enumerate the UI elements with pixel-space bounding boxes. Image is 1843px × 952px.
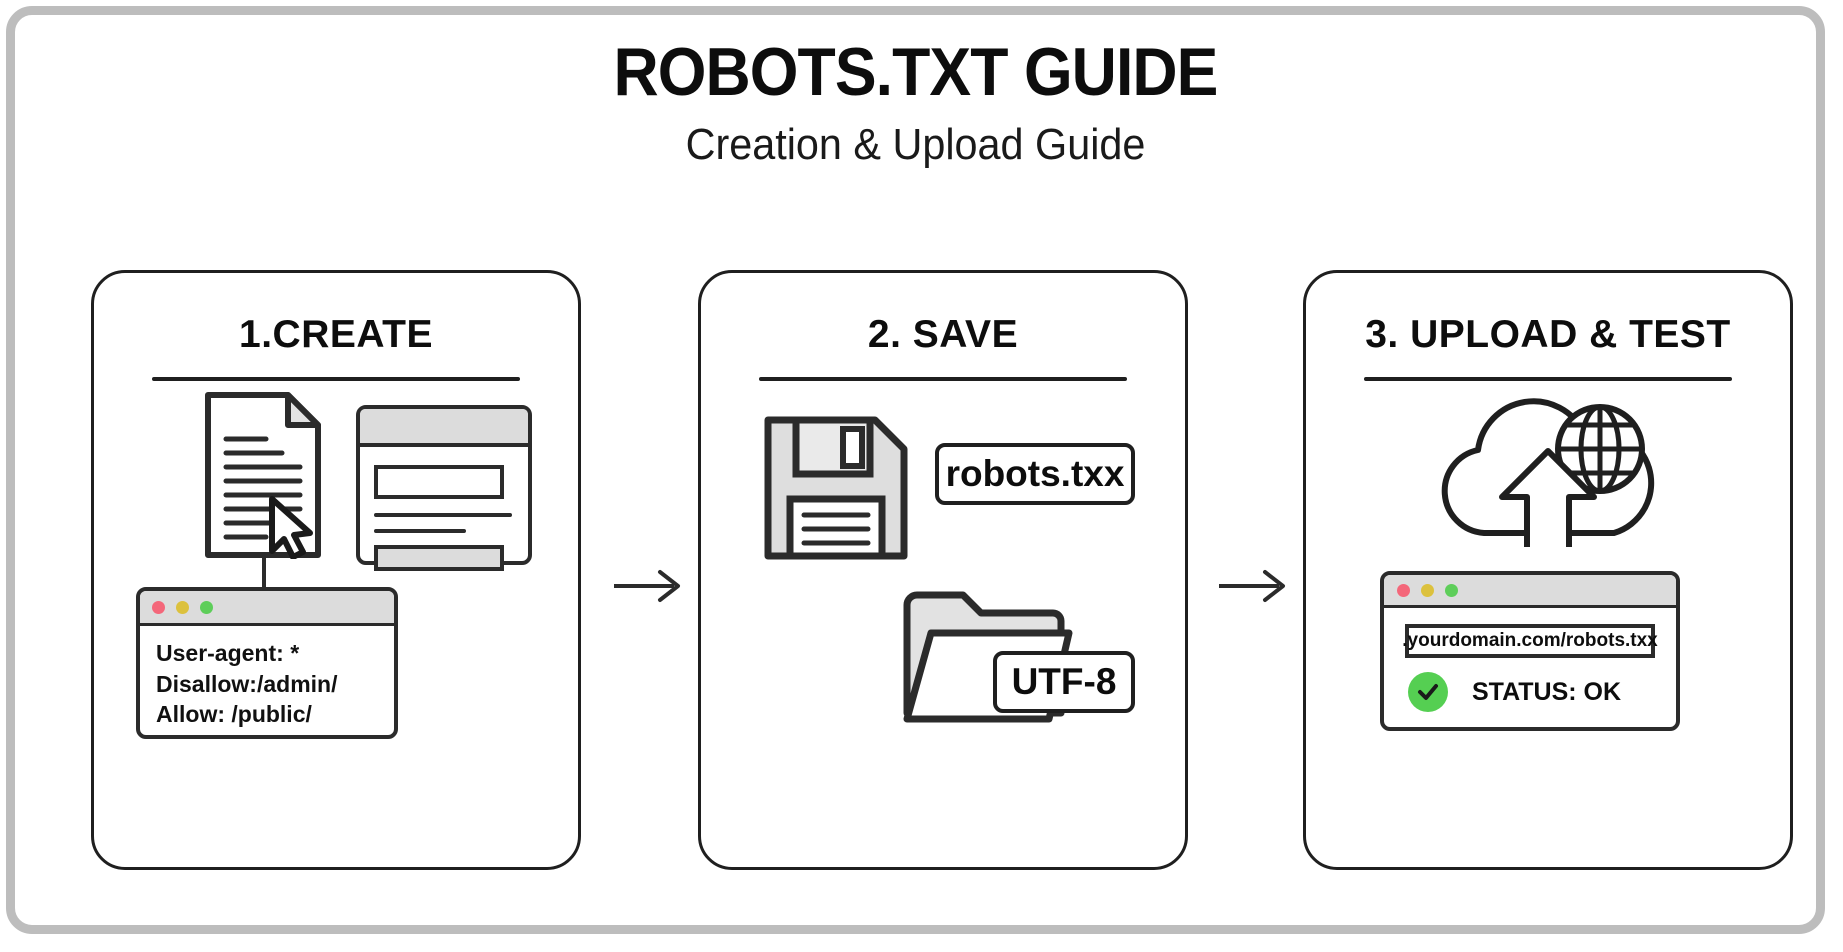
header: ROBOTS.TXT GUIDE Creation & Upload Guide [15,34,1816,170]
code-line: Disallow:/admin/ [156,670,338,697]
status-badge: STATUS: OK [1472,677,1622,706]
window-dot-green [200,600,213,614]
step-title-create: 1.CREATE [239,313,433,356]
step-title-save: 2. SAVE [867,313,1019,356]
step-card-create[interactable]: 1.CREATE [91,270,581,870]
url-address-bar[interactable]: .yourdomain.com/robots.txx [1402,624,1658,658]
arrow-right-icon [1217,568,1293,604]
window-line [374,513,512,517]
title-divider [152,377,520,381]
status-row: STATUS: OK [1408,672,1676,712]
page-title: ROBOTS.TXT GUIDE [613,34,1219,110]
window-input-box [374,465,504,499]
browser-window-icon [356,405,532,571]
window-dot-red [152,600,165,614]
encoding-tag: UTF-8 [993,651,1135,713]
step-title-upload-test: 3. UPLOAD & TEST [1365,313,1731,356]
window-dot-green [1445,583,1458,597]
title-divider [759,377,1127,381]
save-illustration: robots.txx UTF-8 [701,381,1185,801]
browser-window-icon: .yourdomain.com/robots.txx STATUS: OK [1380,571,1680,731]
code-line: User-agent: * [156,640,300,666]
title-divider [1364,377,1732,381]
step-card-save[interactable]: 2. SAVE robo [698,270,1188,870]
window-dot-red [1397,583,1410,597]
filename-tag: robots.txx [935,443,1135,505]
terminal-titlebar [140,591,394,626]
window-dot-yellow [176,600,189,614]
poster-frame: ROBOTS.TXT GUIDE Creation & Upload Guide… [6,6,1825,934]
terminal-window-icon: User-agent: * Disallow:/admin/ Allow: /p… [136,587,398,739]
check-circle-icon [1408,672,1448,712]
window-titlebar [360,409,528,447]
code-line: Allow: /public/ [156,701,312,728]
step-card-upload-test[interactable]: 3. UPLOAD & TEST [1303,270,1793,870]
floppy-disk-icon [763,415,909,566]
window-dot-yellow [1421,583,1434,597]
document-icon [204,391,322,560]
connector-line [262,557,266,591]
arrow-right-icon [612,568,688,604]
browser-titlebar [1384,575,1676,608]
create-illustration: User-agent: * Disallow:/admin/ Allow: /p… [94,381,578,801]
cloud-upload-icon [1424,385,1674,555]
steps-container: 1.CREATE [15,270,1816,890]
page-subtitle: Creation & Upload Guide [685,120,1146,170]
robots-code-block: User-agent: * Disallow:/admin/ Allow: /p… [140,626,394,730]
upload-illustration: .yourdomain.com/robots.txx STATUS: OK [1306,381,1790,801]
window-line [374,529,466,533]
window-gray-box [374,545,504,571]
cursor-icon [269,496,313,560]
globe-icon [1555,404,1645,494]
